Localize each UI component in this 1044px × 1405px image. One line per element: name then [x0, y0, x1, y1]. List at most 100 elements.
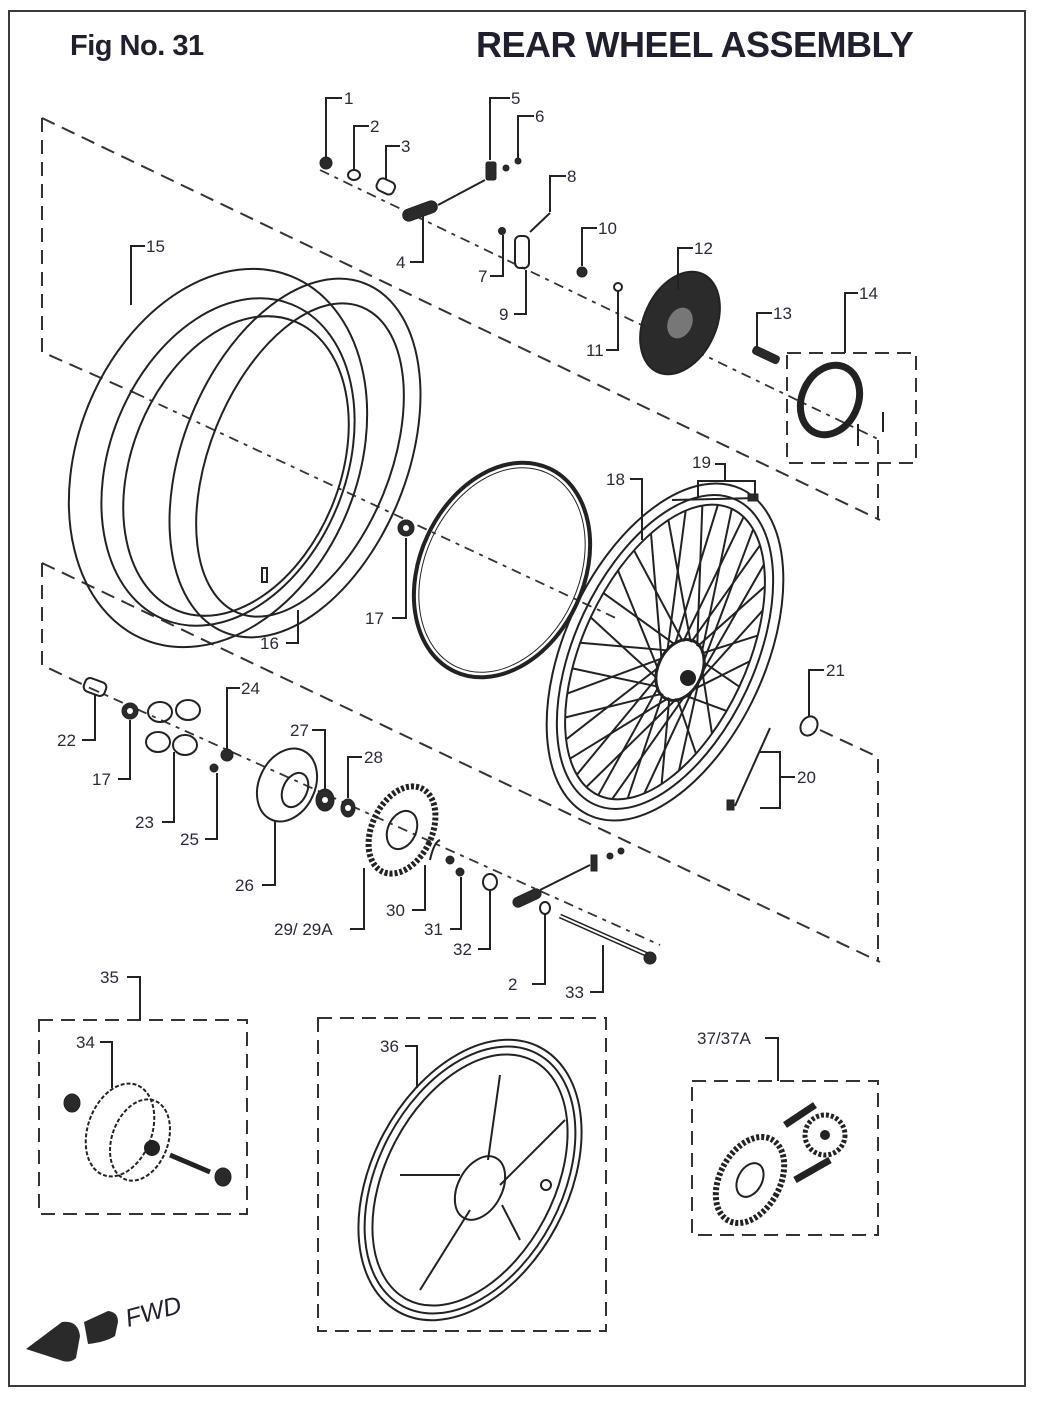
part-seal-11[interactable]	[613, 282, 623, 292]
part-brake-panel[interactable]	[625, 259, 736, 387]
callout-8[interactable]: 8	[567, 167, 576, 186]
part-sprocket-chain-kit[interactable]	[691, 1080, 879, 1236]
wheel-spoke	[617, 570, 659, 669]
wheel-spoke	[674, 504, 719, 645]
part-chain-adjuster[interactable]	[511, 847, 625, 909]
forward-arrow-icon	[26, 1311, 118, 1362]
callout-15[interactable]: 15	[146, 237, 165, 256]
part-sprocket-hub[interactable]	[246, 739, 329, 832]
part-axle[interactable]	[558, 913, 657, 965]
callout-22[interactable]: 22	[57, 731, 76, 750]
callout-24[interactable]: 24	[241, 679, 260, 698]
part-nut-10[interactable]	[576, 266, 588, 278]
leader-lines	[82, 97, 858, 1088]
wheel-spoke	[564, 692, 663, 719]
part-damper-rubbers[interactable]	[145, 699, 201, 756]
part-washer-2[interactable]	[539, 901, 551, 915]
callout-34[interactable]: 34	[76, 1033, 95, 1052]
callout-2[interactable]: 2	[370, 117, 379, 136]
callout-17[interactable]: 17	[365, 609, 384, 628]
wheel-spoke	[660, 697, 671, 785]
part-collar-24[interactable]	[220, 748, 234, 762]
part-axle-sleeve[interactable]	[82, 677, 108, 698]
part-brake-cam[interactable]	[752, 345, 781, 365]
callout-26[interactable]: 26	[235, 876, 254, 895]
wheel-spoke	[696, 585, 766, 648]
callout-10[interactable]: 10	[598, 219, 617, 238]
callout-27[interactable]: 27	[290, 721, 309, 740]
diagram-frame	[8, 10, 1026, 1387]
callout-4[interactable]: 4	[396, 253, 405, 272]
part-rim-band[interactable]	[380, 434, 623, 706]
wheel-spoke	[566, 657, 662, 695]
wheel-spoke	[576, 677, 658, 776]
callout-23[interactable]: 23	[135, 813, 154, 832]
wheel-spoke	[685, 694, 727, 712]
callout-9[interactable]: 9	[499, 305, 508, 324]
wheel-spoke	[701, 634, 758, 655]
callout-20[interactable]: 20	[797, 768, 816, 787]
callout-25[interactable]: 25	[180, 830, 199, 849]
callout-29[interactable]: 29/ 29A	[274, 920, 333, 939]
wheel-spoke	[701, 672, 713, 734]
part-collar[interactable]	[375, 177, 397, 196]
wheel-spoke	[682, 516, 745, 642]
figure-number: Fig No. 31	[70, 30, 204, 62]
callout-36[interactable]: 36	[380, 1037, 399, 1056]
part-bolt-25[interactable]	[209, 763, 219, 773]
part-spoke-20[interactable]	[726, 727, 771, 811]
part-hub-assembly-box[interactable]	[38, 1019, 248, 1215]
callout-16[interactable]: 16	[260, 634, 279, 653]
wheel-spoke	[666, 510, 687, 650]
callout-30[interactable]: 30	[386, 901, 405, 920]
part-washer[interactable]	[347, 169, 361, 181]
callout-13[interactable]: 13	[773, 304, 792, 323]
callout-1[interactable]: 1	[344, 89, 353, 108]
callout-7[interactable]: 7	[478, 267, 487, 286]
wheel-spoke	[702, 528, 755, 663]
page-title: REAR WHEEL ASSEMBLY	[476, 24, 914, 65]
part-collar-32[interactable]	[482, 873, 498, 891]
wheel-spoke	[678, 681, 700, 771]
part-brake-shoe-set[interactable]	[786, 352, 917, 464]
part-seal-28[interactable]	[340, 798, 356, 818]
callout-32[interactable]: 32	[453, 940, 472, 959]
part-nut[interactable]	[319, 156, 333, 170]
part-wear-indicator[interactable]	[498, 212, 551, 269]
callout-21[interactable]: 21	[826, 661, 845, 680]
callout-18[interactable]: 18	[606, 470, 625, 489]
part-lock-washer-30[interactable]	[429, 839, 441, 861]
wheel-spoke	[698, 609, 764, 683]
part-bearing[interactable]	[397, 519, 415, 537]
wheel-spoke	[696, 505, 704, 647]
part-o-ring[interactable]	[797, 713, 821, 738]
callout-3[interactable]: 3	[401, 137, 410, 156]
callout-37[interactable]: 37/37A	[697, 1029, 752, 1048]
part-spoke-19[interactable]	[671, 493, 759, 502]
callout-31[interactable]: 31	[424, 920, 443, 939]
callout-14[interactable]: 14	[859, 284, 878, 303]
part-inner-tube[interactable]	[121, 242, 470, 675]
wheel-spoke	[692, 660, 751, 691]
callout-2b[interactable]: 2	[508, 975, 517, 994]
callout-5[interactable]: 5	[511, 89, 520, 108]
callout-11[interactable]: 11	[586, 341, 604, 360]
wheel-spoke	[643, 689, 694, 794]
part-tire[interactable]	[15, 224, 421, 692]
wheel-spoke	[700, 508, 733, 654]
callout-6[interactable]: 6	[535, 107, 544, 126]
part-bearing-27[interactable]	[315, 788, 335, 812]
callout-33[interactable]: 33	[565, 983, 584, 1002]
callout-28[interactable]: 28	[364, 748, 383, 767]
part-alloy-wheel[interactable]	[313, 1002, 627, 1359]
part-nut-31[interactable]	[445, 855, 465, 877]
callout-12[interactable]: 12	[694, 239, 713, 258]
callout-19[interactable]: 19	[692, 453, 711, 472]
part-spoked-rim[interactable]	[498, 447, 831, 858]
part-brake-rod-joint[interactable]	[485, 157, 522, 181]
part-brake-arm[interactable]	[401, 179, 486, 223]
callout-17b[interactable]: 17	[92, 770, 111, 789]
part-rear-sprocket[interactable]	[355, 776, 448, 885]
part-bearing-2[interactable]	[121, 702, 139, 720]
callout-35[interactable]: 35	[100, 968, 119, 987]
